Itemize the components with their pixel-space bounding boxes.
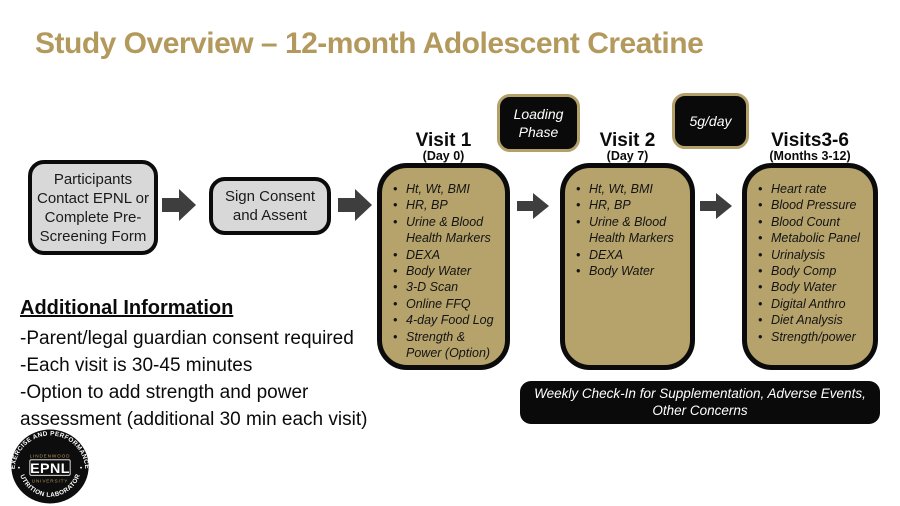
- visit-item: Body Comp: [757, 263, 869, 280]
- visit1-title: Visit 1: [415, 130, 472, 151]
- weekly-checkin-banner: Weekly Check-In for Supplementation, Adv…: [520, 381, 880, 424]
- visit2-box: Ht, Wt, BMIHR, BPUrine & Blood Health Ma…: [560, 163, 695, 370]
- visit-item: 4-day Food Log: [392, 312, 501, 329]
- visit2-item-list: Ht, Wt, BMIHR, BPUrine & Blood Health Ma…: [575, 181, 686, 280]
- flow-arrow-icon: [338, 189, 372, 221]
- dose-label: 5g/day: [689, 113, 732, 129]
- flow-arrow-icon: [517, 193, 549, 219]
- visit-item: Diet Analysis: [757, 312, 869, 329]
- visit-item: Metabolic Panel: [757, 230, 869, 247]
- flow-arrow-icon: [162, 189, 196, 221]
- visit-item: Strength & Power (Option): [392, 329, 501, 362]
- logo-lindenwood-text: LINDENWOOD: [30, 453, 71, 458]
- visit-item: Online FFQ: [392, 296, 501, 313]
- visits3-6-subtitle: (Months 3-12): [769, 149, 851, 163]
- visit-item: Strength/power: [757, 329, 869, 346]
- logo-acronym: EPNL: [30, 461, 70, 477]
- weekly-checkin-label: Weekly Check-In for Supplementation, Adv…: [534, 386, 866, 418]
- visit-item: Ht, Wt, BMI: [392, 181, 501, 198]
- additional-info-section: Additional Information -Parent/legal gua…: [20, 297, 394, 433]
- slide-title: Study Overview – 12-month Adolescent Cre…: [35, 27, 704, 60]
- loading-phase-badge: Loading Phase: [497, 94, 580, 152]
- logo-university-text: UNIVERSITY: [32, 478, 69, 483]
- visit-item: Heart rate: [757, 181, 869, 198]
- prescreen-box: Participants Contact EPNL or Complete Pr…: [28, 160, 158, 255]
- visit1-box: Ht, Wt, BMIHR, BPUrine & Blood Health Ma…: [377, 163, 510, 370]
- visit-item: Blood Pressure: [757, 197, 869, 214]
- logo-right-dot: •: [80, 465, 83, 472]
- visit-item: Urinalysis: [757, 247, 869, 264]
- additional-info-line: -Each visit is 30-45 minutes: [20, 355, 253, 376]
- flow-arrow-icon: [700, 193, 732, 219]
- visits3-6-box: Heart rateBlood PressureBlood CountMetab…: [742, 163, 878, 370]
- additional-info-line: -Parent/legal guardian consent required: [20, 328, 354, 349]
- dose-badge: 5g/day: [672, 93, 749, 149]
- visit2-title: Visit 2: [599, 130, 656, 151]
- logo-acronym-frame: [29, 459, 71, 476]
- visit-item: DEXA: [392, 247, 501, 264]
- visit-item: Body Water: [392, 263, 501, 280]
- consent-label: Sign Consent and Assent: [224, 188, 316, 224]
- visit-item: 3-D Scan: [392, 279, 501, 296]
- visit2-header: Visit 2 (Day 7): [560, 131, 695, 162]
- additional-info-heading: Additional Information: [20, 297, 234, 319]
- visit-item: Urine & Blood Health Markers: [392, 214, 501, 247]
- visit-item: HR, BP: [392, 197, 501, 214]
- visits3-6-item-list: Heart rateBlood PressureBlood CountMetab…: [757, 181, 869, 345]
- visit-item: Ht, Wt, BMI: [575, 181, 686, 198]
- visit-item: Urine & Blood Health Markers: [575, 214, 686, 247]
- visit1-item-list: Ht, Wt, BMIHR, BPUrine & Blood Health Ma…: [392, 181, 501, 361]
- additional-info-line: -Option to add strength and power assess…: [20, 382, 368, 430]
- visits3-6-title: Visits3-6: [771, 130, 849, 151]
- consent-box: Sign Consent and Assent: [209, 177, 331, 235]
- logo-left-dot: •: [18, 465, 21, 472]
- epnl-logo: EXERCISE AND PERFORMANCE NUTRITION LABOR…: [8, 427, 90, 504]
- visits3-6-header: Visits3-6 (Months 3-12): [742, 131, 878, 162]
- visit1-subtitle: (Day 0): [422, 149, 465, 163]
- visit-item: Body Water: [757, 279, 869, 296]
- visit1-header: Visit 1 (Day 0): [377, 131, 510, 162]
- visit-item: Digital Anthro: [757, 296, 869, 313]
- visit2-subtitle: (Day 7): [606, 149, 649, 163]
- visit-item: Body Water: [575, 263, 686, 280]
- prescreen-label: Participants Contact EPNL or Complete Pr…: [37, 170, 149, 245]
- logo-circle: [11, 429, 89, 504]
- loading-phase-label: Loading Phase: [513, 106, 564, 140]
- visit-item: Blood Count: [757, 214, 869, 231]
- visit-item: DEXA: [575, 247, 686, 264]
- visit-item: HR, BP: [575, 197, 686, 214]
